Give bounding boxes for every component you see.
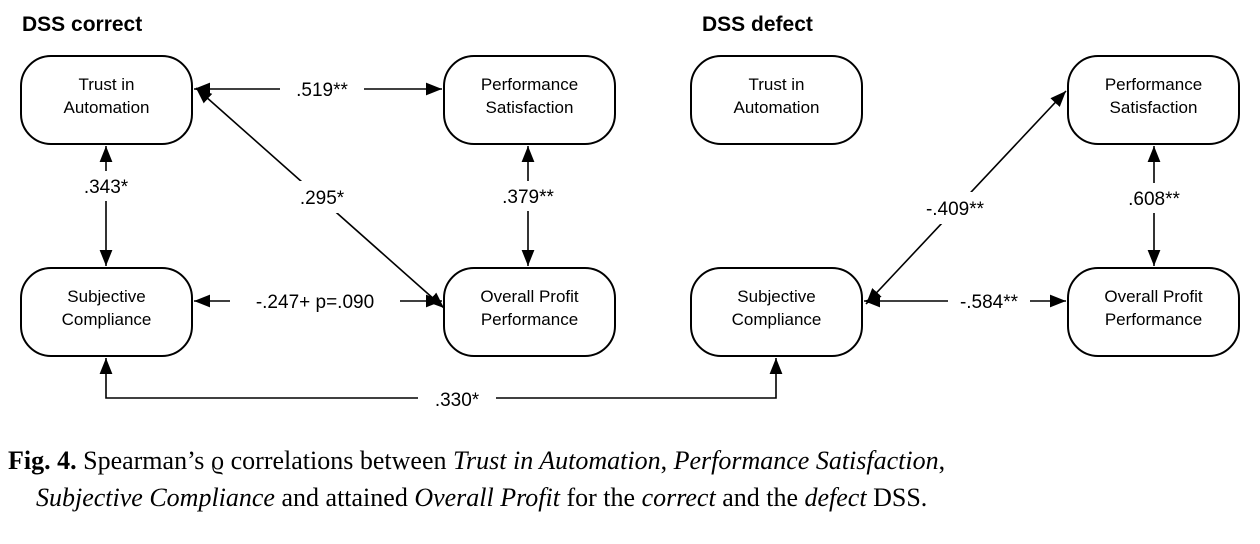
caption-text-4: and attained — [274, 483, 415, 512]
caption-text-5: for the — [559, 483, 642, 512]
edge-r-subj-perf: -.409** — [865, 90, 1067, 305]
node-label-line: Satisfaction — [1110, 98, 1198, 117]
edge-l-trust-subj: .343* — [72, 146, 140, 266]
node-label-line: Overall Profit — [480, 287, 579, 306]
node-r-trust: Trust in Automation — [690, 55, 863, 145]
nodes: Trust inAutomationPerformanceSatisfactio… — [20, 55, 1240, 357]
node-label-line: Satisfaction — [486, 98, 574, 117]
correlation-diagram: DSS correct DSS defect .519** .343* .295*.… — [20, 13, 1240, 414]
edge-lr-subj-subj: .330* — [99, 358, 783, 414]
node-label-line: Trust in — [78, 75, 134, 94]
caption-text-7: DSS. — [866, 483, 928, 512]
edge-label: .608** — [1128, 189, 1180, 210]
node-box — [20, 55, 193, 145]
edge-r-perf-profit: .608** — [1113, 146, 1195, 266]
node-label-line: Performance — [1105, 310, 1202, 329]
node-box — [20, 267, 193, 357]
node-label-line: Performance — [1105, 75, 1202, 94]
edge-r-subj-profit: -.584** — [864, 286, 1066, 316]
edges: .519** .343* .295* .379** -.247+ p=.090 -.409… — [72, 74, 1195, 414]
node-box — [1067, 267, 1240, 357]
edge-label-background — [418, 384, 496, 414]
caption-term-performance: Performance Satisfaction — [673, 446, 939, 475]
caption-text-6: and the — [715, 483, 805, 512]
caption-line-2: Subjective Compliance and attained Overa… — [8, 479, 1252, 516]
caption-term-defect: defect — [804, 483, 867, 512]
node-label-line: Subjective — [737, 287, 815, 306]
edge-label-background — [230, 286, 400, 316]
edge-l-trust-profit: .295* — [195, 87, 445, 309]
node-box — [443, 55, 616, 145]
edge-label: -.409** — [926, 199, 985, 220]
caption-term-trust: Trust in Automation — [453, 446, 661, 475]
edge-l-subj-profit: -.247+ p=.090 — [194, 286, 442, 316]
node-label-line: Overall Profit — [1104, 287, 1203, 306]
node-label-line: Subjective — [67, 287, 145, 306]
node-label-line: Compliance — [732, 310, 822, 329]
edge-label: .330* — [435, 390, 480, 411]
edge-l-perf-profit: .379** — [487, 146, 569, 266]
edge-label: -.247+ p=.090 — [256, 292, 374, 313]
edge-label-background — [285, 181, 359, 213]
edge-label: .343* — [84, 177, 129, 198]
edge-label-background — [912, 192, 998, 224]
caption-figure-label: Fig. 4. — [8, 446, 77, 475]
node-box — [443, 267, 616, 357]
edge-label-background — [487, 181, 569, 211]
node-box — [690, 55, 863, 145]
edge-label: .295* — [300, 188, 345, 209]
caption-text-3: , — [938, 446, 946, 475]
node-label-line: Performance — [481, 75, 578, 94]
node-label-line: Automation — [64, 98, 150, 117]
edge-label-background — [948, 286, 1030, 316]
panel-title-dss-correct: DSS correct — [22, 13, 142, 36]
node-label-line: Compliance — [62, 310, 152, 329]
figure-caption: Fig. 4. Spearman’s ϱ correlations betwee… — [8, 442, 1252, 516]
node-label-line: Automation — [734, 98, 820, 117]
caption-term-compliance: Subjective Compliance — [36, 483, 275, 512]
caption-term-correct: correct — [641, 483, 716, 512]
caption-text-1: Spearman’s ϱ correlations between — [76, 446, 453, 475]
node-l-trust: Trust in Automation — [20, 55, 193, 145]
edge-label: -.584** — [960, 292, 1019, 313]
node-box — [690, 267, 863, 357]
node-label-line: Trust in — [748, 75, 804, 94]
caption-term-profit: Overall Profit — [414, 483, 560, 512]
edge-label-background — [1113, 183, 1195, 213]
caption-text-2: , — [660, 446, 674, 475]
node-label-line: Performance — [481, 310, 578, 329]
edge-label-background — [72, 171, 140, 201]
node-box — [1067, 55, 1240, 145]
edge-l-trust-perf: .519** — [194, 74, 442, 104]
panel-title-dss-defect: DSS defect — [702, 13, 813, 36]
edge-label: .379** — [502, 187, 554, 208]
edge-label: .519** — [296, 80, 348, 101]
